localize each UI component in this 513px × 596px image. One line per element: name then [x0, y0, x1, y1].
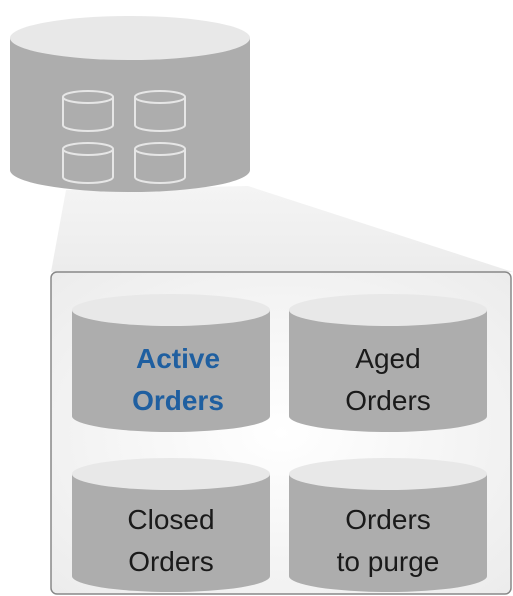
partition-label-line1: Closed: [127, 504, 214, 535]
sub-database-icon: [62, 90, 114, 132]
partition-label-line2: to purge: [337, 546, 440, 577]
sub-database-icon: [134, 90, 186, 132]
partition-label-line2: Orders: [128, 546, 214, 577]
partition-label-line2: Orders: [132, 385, 224, 416]
partition-active-orders: Active Orders: [72, 294, 270, 432]
partition-label-line1: Active: [136, 343, 220, 374]
sub-database-icon: [134, 142, 186, 184]
partition-orders-to-purge: Orders to purge: [289, 458, 487, 592]
partition-aged-orders: Aged Orders: [289, 294, 487, 432]
sub-database-icon: [62, 142, 114, 184]
main-database-icon: [10, 16, 250, 192]
partition-label-line1: Aged: [355, 343, 420, 374]
partition-label-line2: Orders: [345, 385, 431, 416]
partition-closed-orders: Closed Orders: [72, 458, 270, 592]
partition-label-line1: Orders: [345, 504, 431, 535]
sub-database-icons: [62, 90, 186, 184]
zoom-beam: [51, 186, 513, 272]
